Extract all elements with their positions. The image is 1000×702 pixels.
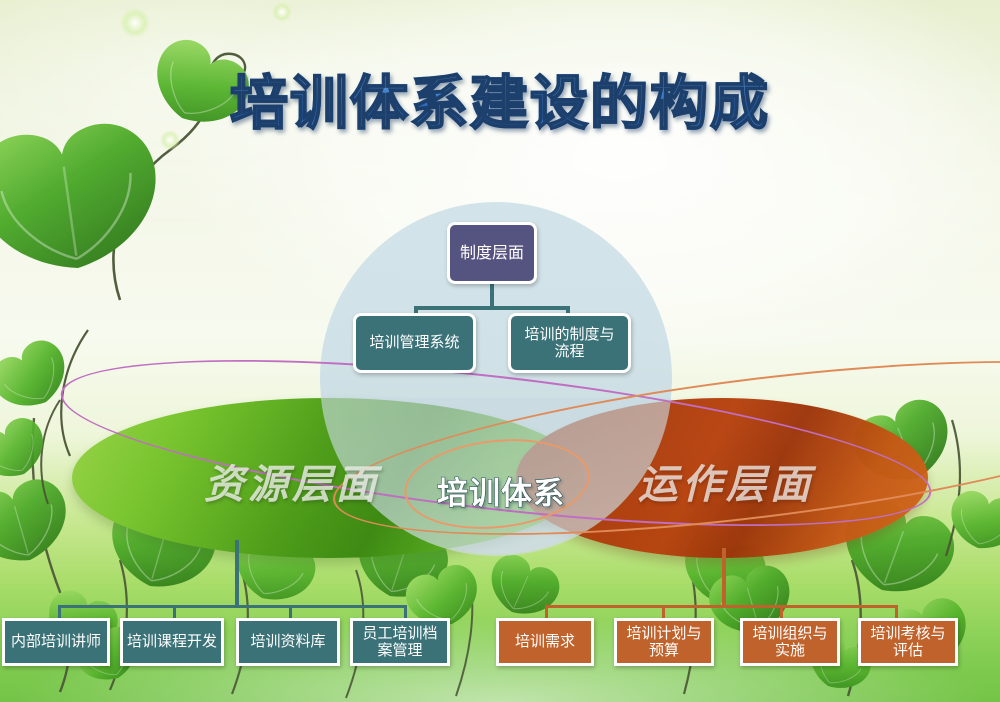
- label-operation-layer: 运作层面: [638, 461, 814, 508]
- node-training-rules-and-process[interactable]: 培训的制度与流程: [508, 313, 631, 373]
- node-assessment-and-evaluation-label: 培训考核与评估: [870, 623, 946, 659]
- node-employee-training-records-label: 员工培训档案管理: [362, 623, 438, 659]
- connector-operation-stem: [722, 548, 726, 608]
- connector-resource-bus: [58, 605, 407, 608]
- node-institution-layer-label: 制度层面: [459, 242, 524, 262]
- node-plan-and-budget-label: 培训计划与预算: [626, 623, 702, 659]
- node-training-management-system[interactable]: 培训管理系统: [353, 313, 476, 373]
- connector-operation-drop-2: [662, 605, 665, 620]
- connector-resource-drop-4: [404, 605, 407, 620]
- connector-root-bus: [414, 306, 570, 310]
- connector-child1-drop: [414, 306, 418, 318]
- node-employee-training-records[interactable]: 员工培训档案管理: [350, 618, 450, 666]
- node-course-development[interactable]: 培训课程开发: [120, 618, 224, 666]
- node-training-demand-label: 培训需求: [514, 632, 575, 651]
- label-resource-layer: 资源层面: [204, 461, 380, 508]
- connector-resource-drop-2: [173, 605, 176, 620]
- node-course-development-label: 培训课程开发: [127, 632, 218, 651]
- node-training-management-system-label: 培训管理系统: [369, 333, 460, 352]
- bokeh-dot: [120, 8, 150, 38]
- page-title: 培训体系建设的构成: [0, 56, 1000, 140]
- connector-operation-drop-3: [780, 605, 783, 620]
- node-training-rules-and-process-label: 培训的制度与流程: [524, 324, 615, 360]
- bokeh-dot: [160, 130, 180, 150]
- node-training-demand[interactable]: 培训需求: [496, 618, 594, 666]
- label-training-system: 培训体系: [437, 476, 565, 513]
- node-institution-layer[interactable]: 制度层面: [447, 222, 537, 284]
- node-assessment-and-evaluation[interactable]: 培训考核与评估: [858, 618, 958, 666]
- node-organize-and-implement[interactable]: 培训组织与实施: [740, 618, 840, 666]
- node-plan-and-budget[interactable]: 培训计划与预算: [614, 618, 714, 666]
- connector-operation-drop-4: [895, 605, 898, 620]
- node-material-library-label: 培训资料库: [250, 632, 326, 651]
- node-material-library[interactable]: 培训资料库: [236, 618, 340, 666]
- node-internal-trainer[interactable]: 内部培训讲师: [2, 618, 110, 666]
- connector-child2-drop: [566, 306, 570, 318]
- connector-resource-drop-1: [58, 605, 61, 620]
- connector-operation-bus: [545, 605, 898, 608]
- bokeh-dot: [272, 2, 292, 22]
- connector-operation-drop-1: [545, 605, 548, 620]
- connector-resource-stem: [235, 540, 239, 608]
- connector-resource-drop-3: [289, 605, 292, 620]
- node-organize-and-implement-label: 培训组织与实施: [752, 623, 828, 659]
- node-internal-trainer-label: 内部培训讲师: [10, 632, 101, 651]
- connector-root-stem: [490, 284, 494, 310]
